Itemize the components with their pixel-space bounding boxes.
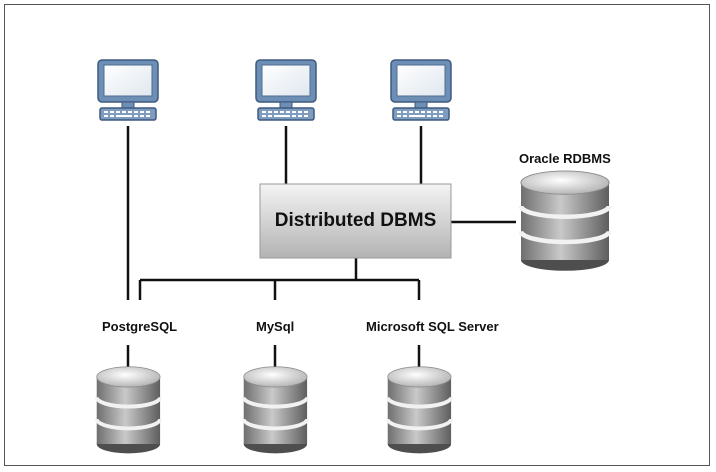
computer-icon	[97, 59, 159, 121]
mysql-label: MySql	[256, 319, 295, 334]
oracle-label: Oracle RDBMS	[519, 151, 611, 166]
diagram-frame	[4, 4, 710, 466]
database-icon	[521, 171, 609, 271]
distributed-dbms-box	[259, 183, 452, 259]
computer-icon	[255, 59, 317, 121]
computer-icon	[390, 59, 452, 121]
postgresql-label: PostgreSQL	[102, 319, 178, 334]
database-icon	[241, 364, 310, 456]
mssql-label: Microsoft SQL Server	[366, 319, 499, 334]
database-icon	[94, 364, 163, 456]
database-icon	[385, 364, 454, 456]
distributed-dbms-label: Distributed DBMS	[274, 210, 437, 231]
